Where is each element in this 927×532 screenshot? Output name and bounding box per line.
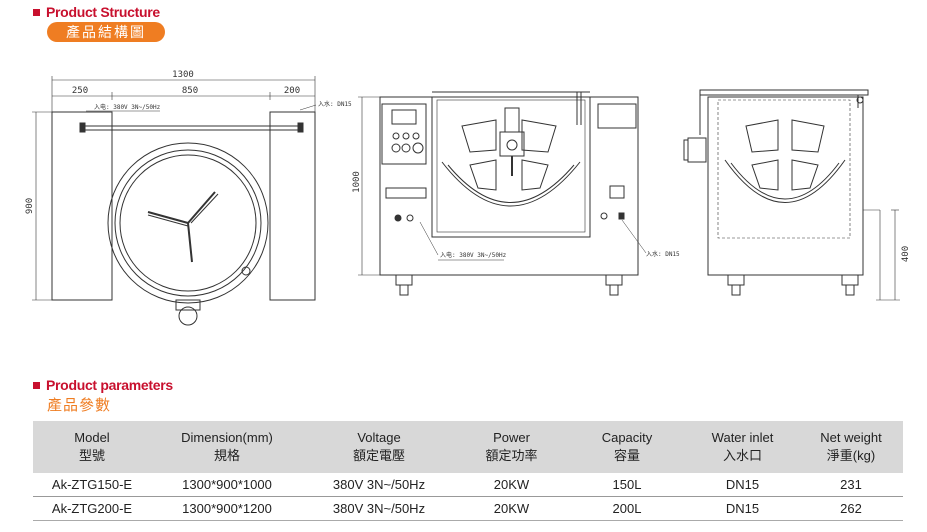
dim-seg-mid: 850 [182,86,198,96]
dim-height-side: 400 [901,246,911,262]
dim-height-front: 1000 [352,171,362,193]
dim-seg-left: 250 [72,86,88,96]
params-title-zh: 產品參數 [47,397,112,414]
cell-voltage: 380V 3N~/50Hz [303,496,455,521]
water-note-front: 入水: DN15 [646,250,680,258]
structure-title-zh: 產品結構圖 [47,22,165,42]
side-view: 400 [683,89,911,301]
red-square-icon [33,8,40,16]
structure-title-en: Product Structure [46,4,160,20]
cell-voltage: 380V 3N~/50Hz [303,473,455,497]
cell-capacity: 150L [568,473,686,497]
red-square-icon [33,381,40,389]
structure-header: Product Structure [33,4,160,20]
cell-model: Ak-ZTG200-E [33,496,151,521]
params-header: Product parameters [33,377,173,393]
top-view: 1300 250 850 200 900 入电: [25,70,316,326]
dim-height-left: 900 [25,198,35,214]
cell-water-inlet: DN15 [686,473,799,497]
header-dimension: Dimension(mm)規格 [151,421,303,473]
cell-capacity: 200L [568,496,686,521]
table-row: Ak-ZTG150-E 1300*900*1000 380V 3N~/50Hz … [33,473,903,497]
cell-dimension: 1300*900*1200 [151,496,303,521]
structure-drawing: 1300 250 850 200 900 入电: [25,70,911,326]
cell-water-inlet: DN15 [686,496,799,521]
power-note-front: 入电: 380V 3N~/50Hz [440,251,507,259]
params-title-en: Product parameters [46,377,173,393]
front-view: 1000 [352,91,680,296]
cell-net-weight: 262 [799,496,903,521]
cell-dimension: 1300*900*1000 [151,473,303,497]
cell-net-weight: 231 [799,473,903,497]
power-note-top: 入电: 380V 3N~/50Hz [94,103,161,111]
water-note-top: 入水: DN15 [318,100,352,108]
dim-seg-right: 200 [284,86,300,96]
table-row: Ak-ZTG200-E 1300*900*1200 380V 3N~/50Hz … [33,496,903,521]
cell-power: 20KW [455,473,568,497]
cell-power: 20KW [455,496,568,521]
cell-model: Ak-ZTG150-E [33,473,151,497]
dim-total-width: 1300 [172,70,194,80]
